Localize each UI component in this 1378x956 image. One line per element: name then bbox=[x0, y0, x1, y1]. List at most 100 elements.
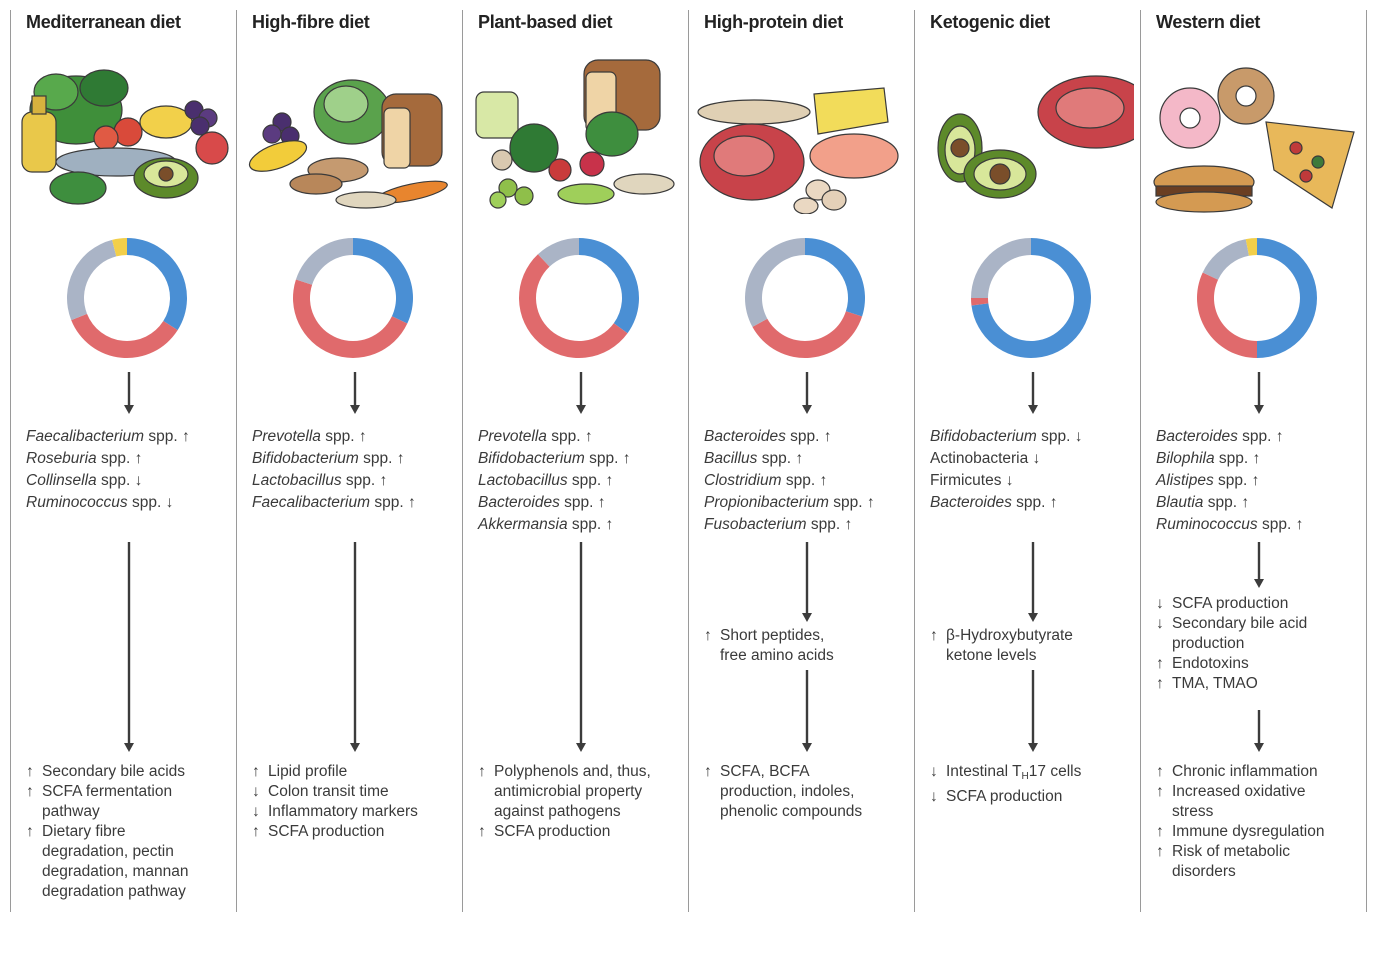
outcome-text: SCFA production bbox=[268, 823, 385, 840]
column-divider bbox=[1140, 10, 1141, 912]
outcome-text: Short peptides, bbox=[720, 627, 825, 644]
outcome-direction-icon: ↓ bbox=[1156, 595, 1164, 612]
outcome-line: ↑Immune dysregulation bbox=[1156, 822, 1325, 842]
outcome-text: β-Hydroxybutyrate bbox=[946, 627, 1073, 644]
outcome-text: TMA, TMAO bbox=[1172, 675, 1258, 692]
outcome-line: free amino acids bbox=[704, 646, 834, 666]
taxon-line: Ruminococcus spp. ↑ bbox=[1156, 514, 1303, 536]
outcome-line: disorders bbox=[1156, 862, 1325, 882]
donut-segment-blue bbox=[579, 238, 639, 334]
composition-donut-chart bbox=[745, 238, 865, 358]
taxon-name: Roseburia bbox=[26, 450, 97, 467]
diet-title: Western diet bbox=[1156, 12, 1261, 32]
outcome-line: ↑SCFA production bbox=[478, 822, 651, 842]
outcome-direction-icon: ↓ bbox=[930, 788, 938, 805]
high-fibre-food-icon bbox=[248, 79, 448, 209]
taxon-name: Propionibacterium bbox=[704, 494, 829, 511]
outcome-direction-icon: ↑ bbox=[26, 823, 34, 840]
outcome-line: degradation, mannan bbox=[26, 862, 189, 882]
column-divider bbox=[462, 10, 463, 912]
taxon-line: Collinsella spp. ↓ bbox=[26, 470, 190, 492]
arrowhead-icon bbox=[802, 613, 812, 622]
outcome-direction-icon: ↑ bbox=[1156, 763, 1164, 780]
change-direction-icon: ↑ bbox=[597, 494, 606, 511]
donut-segment-blue bbox=[127, 238, 187, 331]
outcome-text: Dietary fibre bbox=[42, 823, 126, 840]
outcome-line: phenolic compounds bbox=[704, 802, 862, 822]
change-direction-icon: ↑ bbox=[605, 472, 614, 489]
donut-segment-yellow bbox=[1245, 238, 1257, 256]
taxon-name: Bifidobacterium bbox=[930, 428, 1037, 445]
taxon-suffix: spp. bbox=[325, 428, 355, 445]
composition-donut-chart bbox=[293, 238, 413, 358]
taxon-suffix: spp. bbox=[363, 450, 393, 467]
outcome-line: ketone levels bbox=[930, 646, 1073, 666]
outcome-text: 17 cells bbox=[1028, 763, 1082, 780]
composition-donut-chart bbox=[1197, 238, 1317, 358]
change-direction-icon: ↑ bbox=[622, 450, 631, 467]
donut-segment-grey bbox=[295, 238, 353, 285]
arrowhead-icon bbox=[576, 405, 586, 414]
taxon-line: Bacillus spp. ↑ bbox=[704, 448, 875, 470]
change-direction-icon: ↑ bbox=[1241, 494, 1250, 511]
outcome-line: ↑β-Hydroxybutyrate bbox=[930, 626, 1073, 646]
taxon-suffix: spp. bbox=[761, 450, 792, 467]
change-direction-icon: ↑ bbox=[1251, 472, 1260, 489]
outcome-text: SCFA, BCFA bbox=[720, 763, 810, 780]
donut-segment-red bbox=[519, 254, 628, 358]
outcome-text: free amino acids bbox=[720, 647, 834, 664]
outcome-line: production, indoles, bbox=[704, 782, 862, 802]
taxon-suffix: spp. bbox=[551, 428, 581, 445]
column-divider bbox=[688, 10, 689, 912]
taxon-suffix: spp. bbox=[1041, 428, 1071, 445]
outcome-line: production bbox=[1156, 634, 1307, 654]
arrowhead-icon bbox=[576, 743, 586, 752]
taxon-suffix: spp. bbox=[810, 516, 841, 533]
taxon-name: Blautia bbox=[1156, 494, 1204, 511]
outcome-line: ↑Secondary bile acids bbox=[26, 762, 189, 782]
taxa-list: Bacteroides spp. ↑Bilophila spp. ↑Alisti… bbox=[1156, 426, 1303, 536]
taxon-line: Propionibacterium spp. ↑ bbox=[704, 492, 875, 514]
taxon-suffix: spp. bbox=[571, 516, 602, 533]
outcome-direction-icon: ↑ bbox=[478, 763, 486, 780]
taxon-line: Faecalibacterium spp. ↑ bbox=[252, 492, 416, 514]
taxon-line: Bacteroides spp. ↑ bbox=[1156, 426, 1303, 448]
taxon-line: Bacteroides spp. ↑ bbox=[704, 426, 875, 448]
taxon-suffix: spp. bbox=[148, 428, 178, 445]
outcome-line: antimicrobial property bbox=[478, 782, 651, 802]
taxon-line: Lactobacillus spp. ↑ bbox=[252, 470, 416, 492]
change-direction-icon: ↑ bbox=[1275, 428, 1284, 445]
composition-donut-chart bbox=[66, 238, 187, 358]
outcome-direction-icon: ↓ bbox=[252, 783, 260, 800]
outcome-line: ↑ Chronic inflammation bbox=[1156, 762, 1325, 782]
change-direction-icon: ↑ bbox=[134, 450, 143, 467]
arrowhead-icon bbox=[1028, 613, 1038, 622]
outcome-text: Chronic inflammation bbox=[1172, 763, 1318, 780]
outcome-text: Lipid profile bbox=[268, 763, 348, 780]
taxon-name: Lactobacillus bbox=[478, 472, 568, 489]
outcome-subscript: H bbox=[1021, 771, 1029, 782]
taxon-line: Bacteroides spp. ↑ bbox=[478, 492, 631, 514]
outcome-line: ↑TMA, TMAO bbox=[1156, 674, 1307, 694]
column-divider bbox=[914, 10, 915, 912]
donut-segment-red bbox=[971, 298, 989, 306]
taxon-suffix: spp. bbox=[1218, 450, 1249, 467]
outcome-direction-icon: ↑ bbox=[26, 763, 34, 780]
taxon-suffix: spp. bbox=[374, 494, 404, 511]
high-protein-food-icon bbox=[697, 87, 899, 214]
composition-donut-chart bbox=[971, 238, 1091, 358]
taxon-suffix: spp. bbox=[1242, 428, 1272, 445]
change-direction-icon: ↑ bbox=[1252, 450, 1261, 467]
change-direction-icon: ↑ bbox=[1049, 494, 1058, 511]
donut-segment-grey bbox=[66, 239, 117, 321]
outcome-text: Increased oxidative bbox=[1172, 783, 1306, 800]
outcome-text: Endotoxins bbox=[1172, 655, 1249, 672]
taxon-line: Clostridium spp. ↑ bbox=[704, 470, 875, 492]
column-divider bbox=[10, 10, 11, 912]
taxon-name: Bilophila bbox=[1156, 450, 1215, 467]
donut-segment-red bbox=[293, 279, 408, 358]
